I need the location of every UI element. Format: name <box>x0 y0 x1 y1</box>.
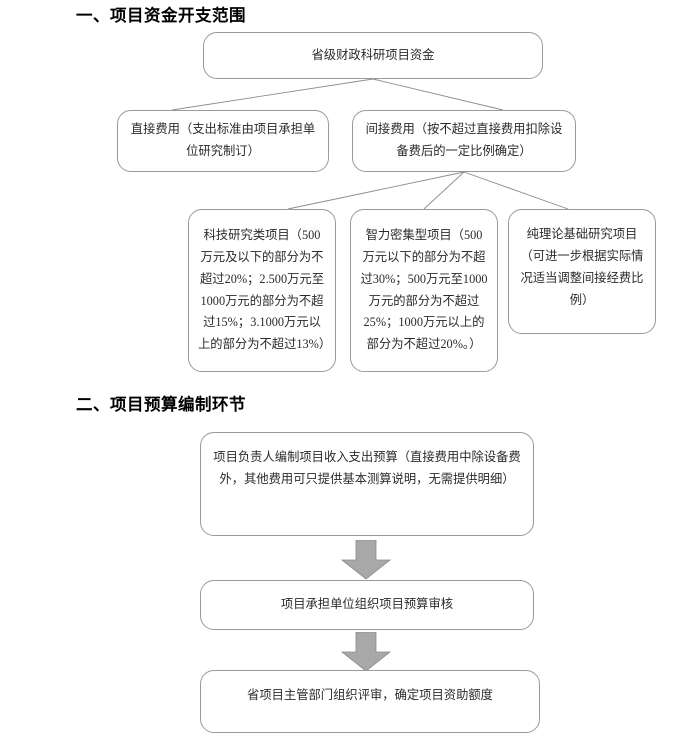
connector-root-to-direct <box>171 78 374 111</box>
node-budget-preparation-label: 项目负责人编制项目收入支出预算（直接费用中除设备费外，其他费用可只提供基本测算说… <box>213 450 521 486</box>
connector-root-to-indirect <box>372 78 504 111</box>
down-arrow-icon-2 <box>340 632 392 672</box>
section-2-heading: 二、项目预算编制环节 <box>76 395 246 414</box>
node-indirect-cost-label: 间接费用（按不超过直接费用扣除设备费后的一定比例确定） <box>365 122 563 158</box>
node-provincial-fund: 省级财政科研项目资金 <box>203 32 545 81</box>
connector-indirect-to-theory <box>463 171 569 210</box>
node-intellect-intensive-project-label: 智力密集型项目（500万元以下的部分为不超过30%；500万元至1000万元的部… <box>360 227 488 352</box>
node-direct-cost: 直接费用（支出标准由项目承担单位研究制订） <box>117 110 331 174</box>
node-provincial-fund-label: 省级财政科研项目资金 <box>311 47 435 62</box>
node-tech-research-project: 科技研究类项目（500万元及以下的部分为不超过20%；2.500万元至1000万… <box>188 209 338 374</box>
node-indirect-cost: 间接费用（按不超过直接费用扣除设备费后的一定比例确定） <box>352 110 578 174</box>
connector-indirect-to-intensive <box>423 171 465 210</box>
node-direct-cost-label: 直接费用（支出标准由项目承担单位研究制订） <box>130 122 316 158</box>
node-budget-preparation: 项目负责人编制项目收入支出预算（直接费用中除设备费外，其他费用可只提供基本测算说… <box>200 432 536 538</box>
node-pure-theory-project: 纯理论基础研究项目（可进一步根据实际情况适当调整间接经费比例） <box>508 209 658 336</box>
down-arrow-icon-1 <box>340 540 392 580</box>
node-tech-research-project-label: 科技研究类项目（500万元及以下的部分为不超过20%；2.500万元至1000万… <box>198 227 332 352</box>
connector-indirect-to-tech <box>287 171 465 210</box>
node-pure-theory-project-label: 纯理论基础研究项目（可进一步根据实际情况适当调整间接经费比例） <box>520 227 644 307</box>
node-department-evaluation: 省项目主管部门组织评审，确定项目资助额度 <box>200 670 542 735</box>
node-unit-budget-review: 项目承担单位组织项目预算审核 <box>200 580 536 632</box>
node-department-evaluation-label: 省项目主管部门组织评审，确定项目资助额度 <box>247 688 493 702</box>
node-unit-budget-review-label: 项目承担单位组织项目预算审核 <box>280 597 454 612</box>
section-1-heading: 一、项目资金开支范围 <box>76 6 246 25</box>
node-intellect-intensive-project: 智力密集型项目（500万元以下的部分为不超过30%；500万元至1000万元的部… <box>350 209 500 374</box>
